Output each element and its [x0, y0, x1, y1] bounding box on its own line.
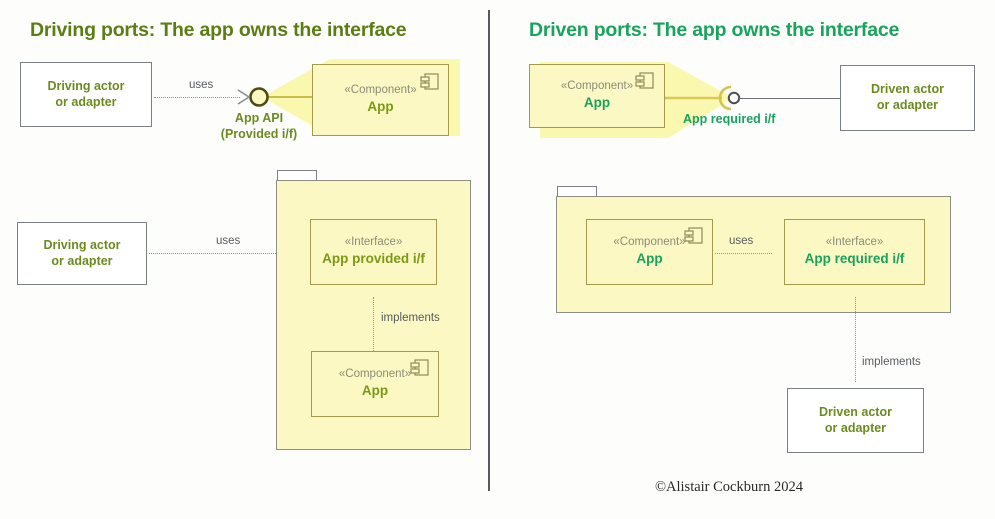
- uses-arrowhead-top-left: [237, 89, 251, 105]
- app-component-box-bottom-left[interactable]: «Component» App: [311, 351, 439, 417]
- app-component-stereotype-bottom-left: «Component»: [338, 368, 412, 381]
- app-component-name-top-left: App: [367, 99, 394, 115]
- app-required-interface-name: App required i/f: [804, 251, 905, 267]
- component-icon: [410, 359, 429, 376]
- app-required-interface-stereotype: «Interface»: [825, 236, 884, 249]
- driving-actor-box-bottom[interactable]: Driving actor or adapter: [17, 222, 147, 285]
- component-icon: [635, 72, 654, 89]
- panel-divider: [488, 10, 490, 491]
- app-component-stereotype-top-right: «Component»: [560, 80, 634, 93]
- app-provided-interface-stereotype: «Interface»: [344, 236, 403, 249]
- app-component-name-top-right: App: [583, 95, 611, 111]
- driven-actor-box-bottom[interactable]: Driven actor or adapter: [787, 388, 924, 453]
- driven-actor-bottom-line1: Driven actor: [819, 404, 892, 419]
- driven-actor-top-line2: or adapter: [876, 98, 939, 112]
- app-component-box-bottom-right[interactable]: «Component» App: [586, 219, 713, 285]
- app-api-port-label: App API (Provided i/f): [204, 111, 314, 142]
- implements-label-right: implements: [862, 356, 921, 368]
- app-component-box-top-right[interactable]: «Component» App: [529, 64, 665, 128]
- app-component-name-bottom-left: App: [361, 383, 389, 399]
- implements-label-left: implements: [381, 312, 440, 324]
- uses-connector-bottom-left: [149, 253, 298, 254]
- required-interface-ball: [727, 91, 741, 105]
- app-required-port-label: App required i/f: [683, 112, 776, 126]
- app-provided-interface-box[interactable]: «Interface» App provided i/f: [310, 219, 437, 285]
- driven-actor-bottom-line2: or adapter: [824, 420, 887, 435]
- driving-actor-bottom-line1: Driving actor: [43, 237, 121, 252]
- right-package-tab: [557, 186, 597, 197]
- implements-connector-right: [855, 297, 856, 382]
- driving-actor-bottom-line2: or adapter: [51, 253, 113, 268]
- driving-actor-line2: or adapter: [55, 94, 117, 109]
- driving-actor-line1: Driving actor: [47, 78, 125, 93]
- required-interface-socket: [718, 85, 732, 111]
- driving-actor-box-top[interactable]: Driving actor or adapter: [20, 62, 152, 127]
- uses-label-bottom-left: uses: [216, 235, 241, 247]
- app-component-stereotype-bottom-right: «Component»: [613, 236, 686, 249]
- required-port-connector: [739, 98, 841, 99]
- uses-connector-bottom-right: [715, 253, 772, 254]
- driven-actor-box-top[interactable]: Driven actor or adapter: [840, 65, 975, 131]
- app-api-port-label-line2: (Provided i/f): [220, 126, 298, 141]
- uses-label-top-left: uses: [189, 79, 214, 91]
- left-panel-title: Driving ports: The app owns the interfac…: [30, 19, 407, 41]
- app-component-stereotype-top-left: «Component»: [344, 84, 417, 97]
- uses-label-bottom-right: uses: [729, 235, 754, 247]
- app-component-box-top-left[interactable]: «Component» App: [312, 64, 449, 136]
- copyright-notice: ©Alistair Cockburn 2024: [655, 479, 803, 495]
- right-panel-title: Driven ports: The app owns the interface: [529, 19, 900, 41]
- left-package-tab: [277, 170, 317, 181]
- app-api-port-label-line1: App API: [234, 111, 284, 125]
- provided-interface-ball: [249, 87, 269, 107]
- implements-connector-left: [373, 297, 374, 351]
- app-provided-interface-name: App provided i/f: [322, 251, 425, 267]
- component-icon: [684, 227, 703, 244]
- uses-connector-top-left: [154, 97, 240, 98]
- driven-actor-top-line1: Driven actor: [871, 82, 944, 97]
- app-component-name-bottom-right: App: [636, 251, 663, 267]
- component-icon: [420, 73, 439, 90]
- app-required-interface-box[interactable]: «Interface» App required i/f: [784, 219, 925, 285]
